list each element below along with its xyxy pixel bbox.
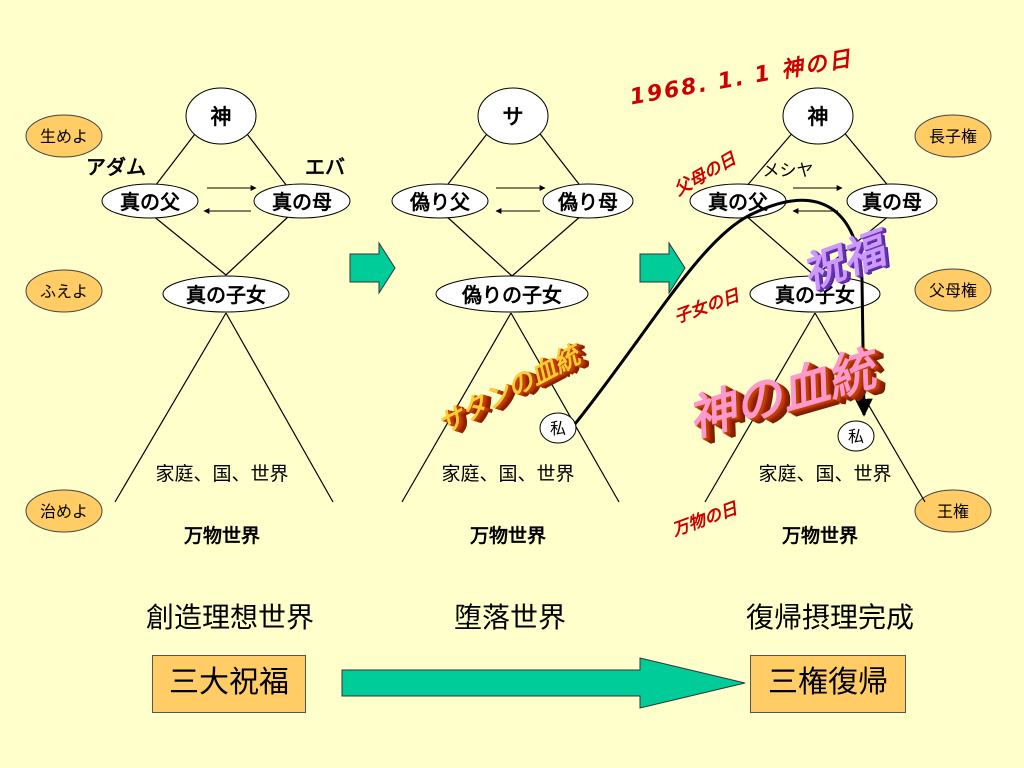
label-family-nation-world: 家庭、国、世界 — [155, 463, 288, 485]
label-messiah: メシヤ — [763, 161, 814, 181]
title-creation-ideal-world: 創造理想世界 — [145, 601, 314, 634]
label-family-nation-world-2: 家庭、国、世界 — [441, 463, 574, 485]
svg-text:父母権: 父母権 — [929, 281, 977, 300]
side-label-osameyo: 治めよ — [25, 489, 103, 533]
side-label-oken: 王権 — [914, 489, 992, 533]
node-false-children: 偽りの子女 — [461, 283, 562, 307]
svg-text:長子権: 長子権 — [929, 127, 977, 146]
label-all-things-3: 万物世界 — [781, 524, 858, 547]
side-label-fueyo: ふえよ — [25, 269, 103, 313]
panel-creation: 神 真の父 真の母 真の子女 アダム エバ 家庭、国、世界 万物世界 — [86, 87, 351, 547]
node-god-restored: 神 — [808, 105, 829, 129]
three-rights-restoration-box: 三権復帰 — [750, 655, 906, 713]
node-false-father: 偽り父 — [409, 190, 471, 214]
label-all-things-2: 万物世界 — [469, 524, 546, 547]
panel-restoration: 神 真の父 真の母 真の子女 私 メシヤ 家庭、国、世界 万物世界 — [689, 87, 938, 547]
svg-text:治めよ: 治めよ — [40, 502, 88, 521]
label-family-nation-world-3: 家庭、国、世界 — [758, 463, 891, 485]
node-false-mother: 偽り母 — [557, 190, 618, 214]
label-eve: エバ — [305, 155, 345, 179]
label-all-things: 万物世界 — [183, 524, 260, 547]
node-satan: サ — [503, 105, 524, 129]
restoration-arrow — [341, 657, 746, 709]
side-label-umeyo: 生めよ — [25, 114, 103, 158]
node-true-father: 真の父 — [120, 190, 181, 214]
node-true-children-restored: 真の子女 — [775, 283, 855, 307]
node-true-mother-restored: 真の母 — [862, 190, 922, 214]
label-adam: アダム — [86, 155, 146, 179]
side-label-choshiken: 長子権 — [914, 114, 992, 158]
node-true-mother: 真の母 — [272, 190, 332, 214]
engrafting-curve-arrow — [573, 198, 873, 425]
panel-fallen: サ 偽り父 偽り母 偽りの子女 私 家庭、国、世界 万物世界 — [391, 87, 634, 547]
svg-text:生めよ: 生めよ — [40, 127, 88, 146]
title-restoration-complete: 復帰摂理完成 — [745, 601, 914, 634]
three-blessings-box: 三大祝福 — [152, 655, 306, 713]
title-fallen-world: 堕落世界 — [453, 601, 566, 634]
svg-text:ふえよ: ふえよ — [40, 282, 88, 301]
transition-arrow-2 — [639, 241, 686, 295]
transition-arrow-1 — [349, 241, 396, 295]
node-me-restored: 私 — [848, 427, 864, 446]
side-label-fuboken: 父母権 — [914, 268, 992, 312]
node-me-fallen: 私 — [550, 419, 566, 438]
node-true-children: 真の子女 — [186, 283, 266, 307]
svg-text:王権: 王権 — [937, 502, 969, 521]
node-god: 神 — [211, 105, 232, 129]
